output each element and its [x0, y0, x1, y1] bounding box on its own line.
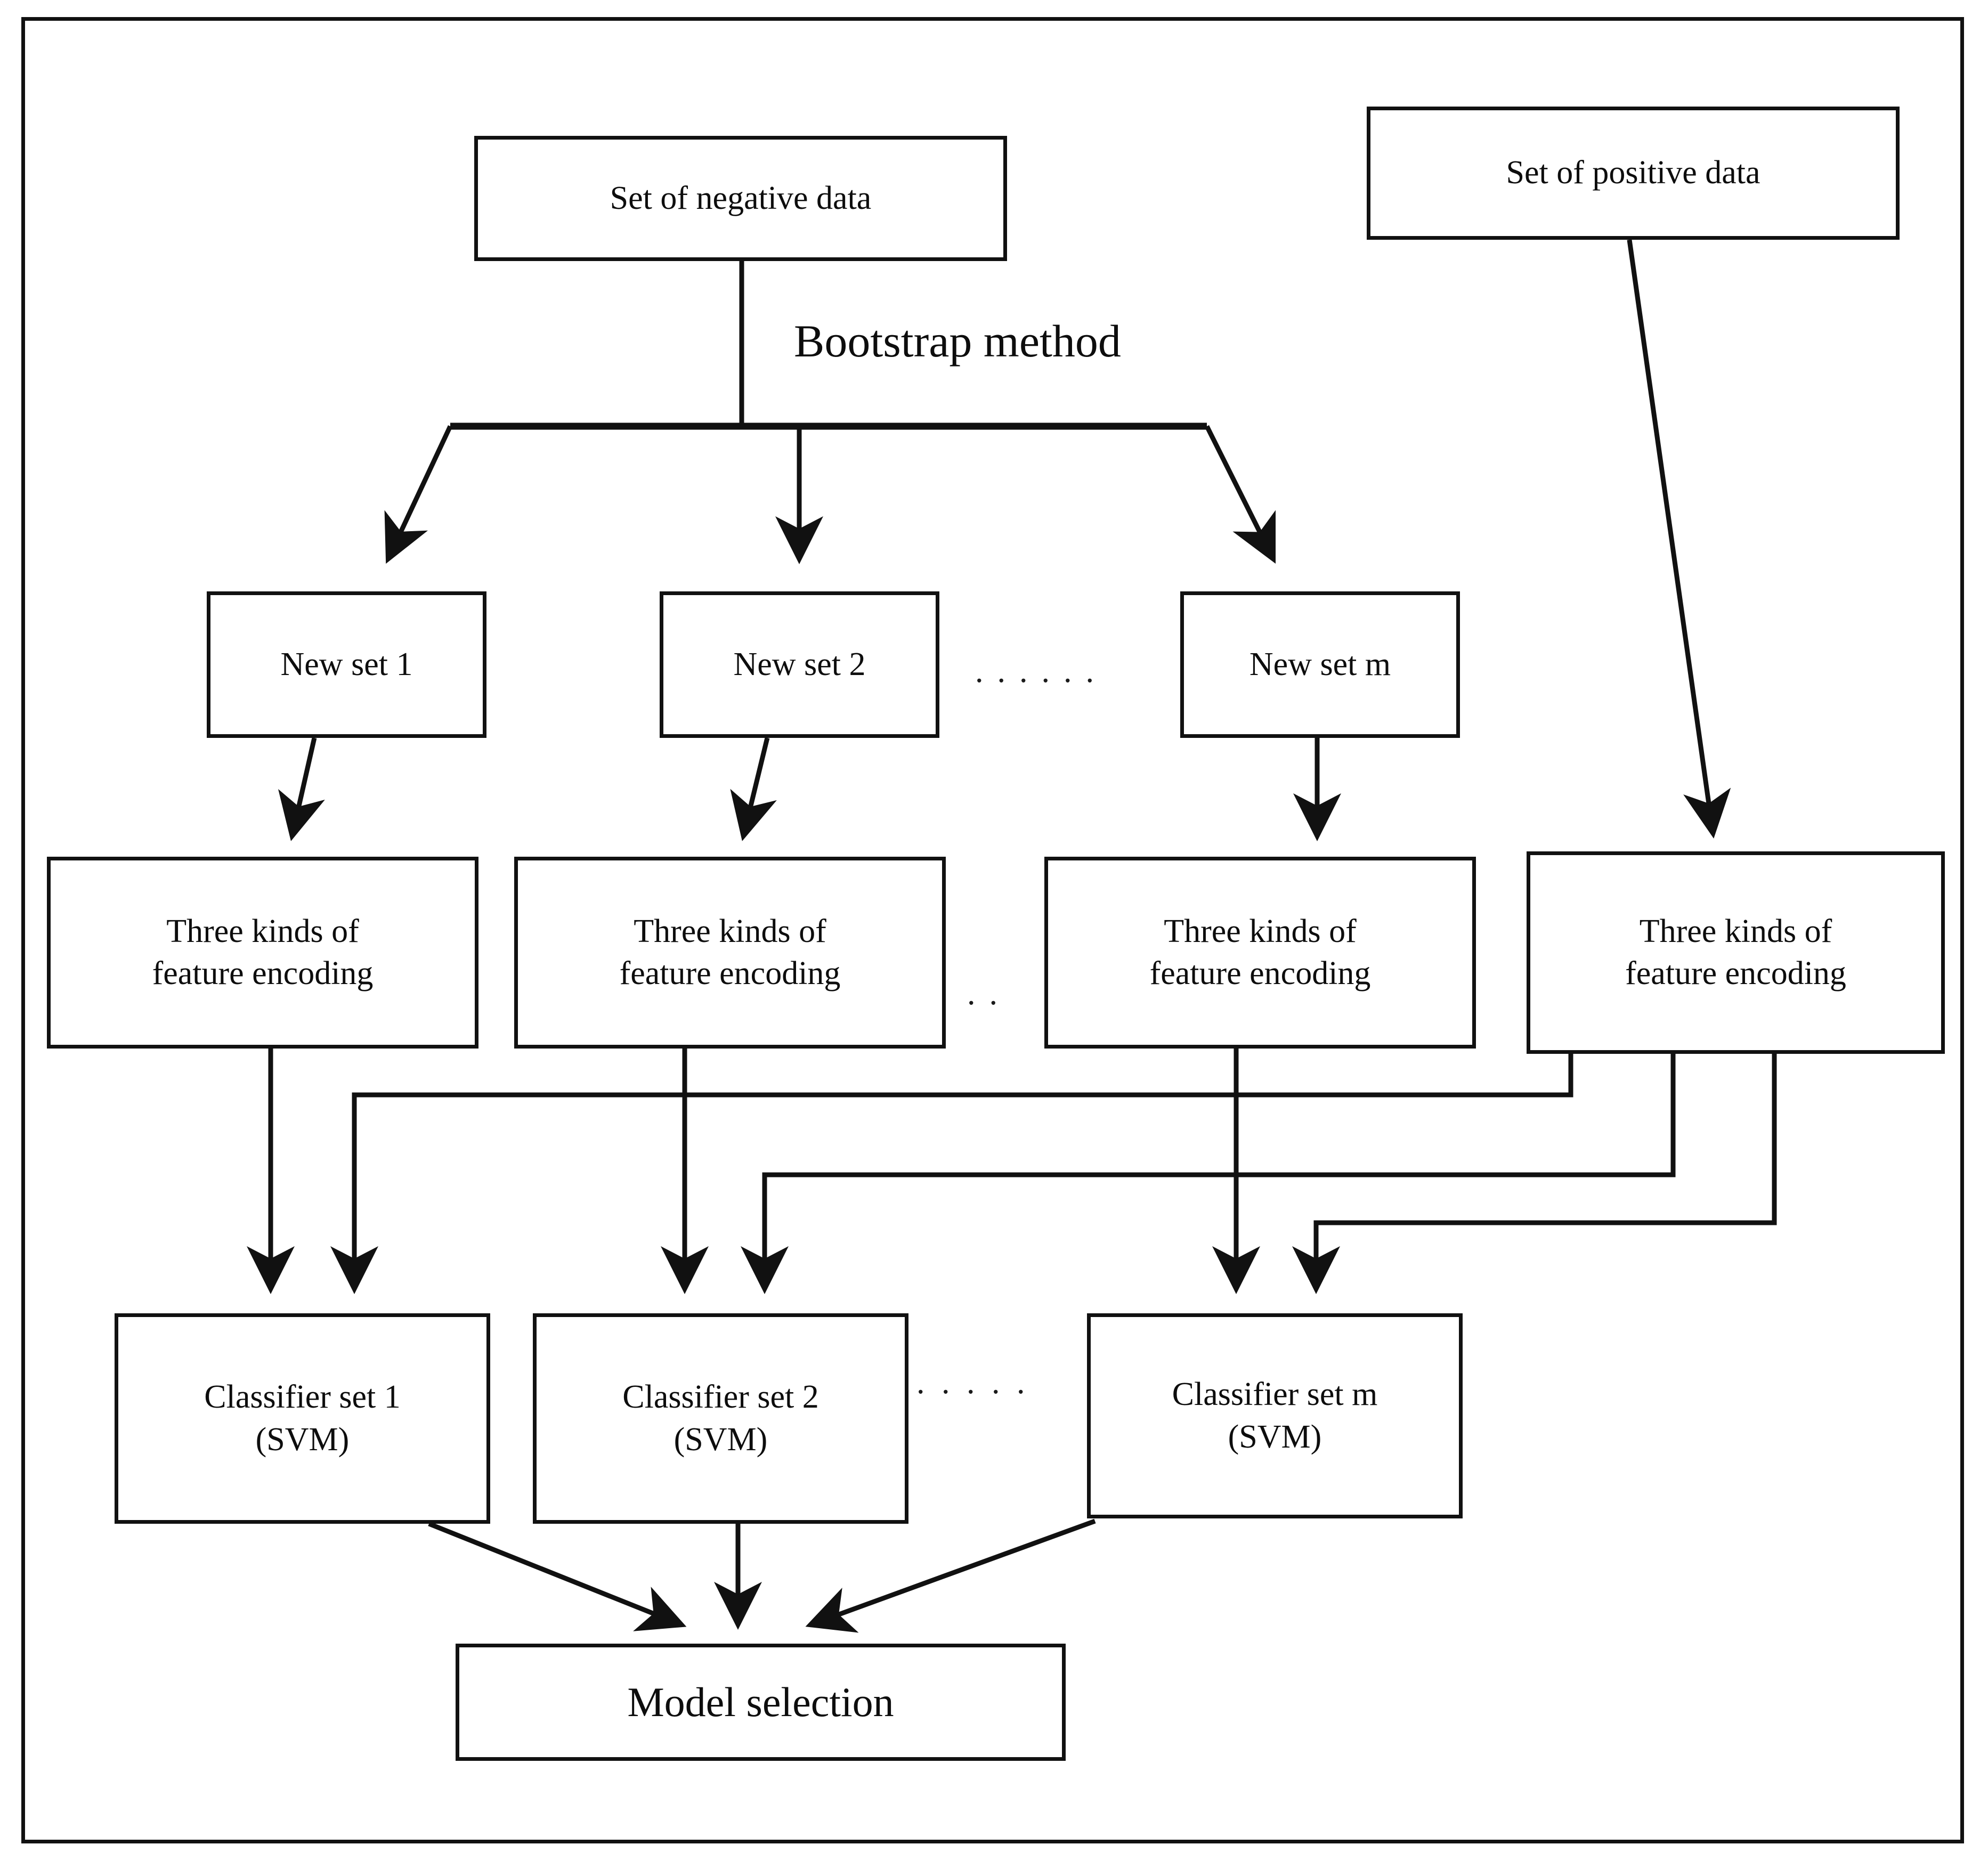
node-classifier-set-1[interactable]: Classifier set 1 (SVM)	[115, 1313, 490, 1524]
node-feature-encoding-m[interactable]: Three kinds of feature encoding	[1044, 857, 1476, 1049]
node-label-line2: (SVM)	[674, 1421, 768, 1458]
ellipsis-new-set-row: ......	[975, 653, 1108, 689]
node-set-of-negative-data[interactable]: Set of negative data	[474, 136, 1007, 261]
ellipsis-encoding-row: ..	[967, 976, 1011, 1012]
node-feature-encoding-2[interactable]: Three kinds of feature encoding	[514, 857, 946, 1049]
node-label-line1: Three kinds of	[166, 913, 359, 949]
node-new-set-2[interactable]: New set 2	[660, 591, 939, 738]
node-label-line1: Classifier set 2	[622, 1379, 819, 1416]
node-label-line1: Three kinds of	[1639, 913, 1832, 949]
node-label-line2: feature encoding	[1625, 955, 1846, 992]
node-set-of-positive-data[interactable]: Set of positive data	[1367, 107, 1900, 240]
node-label-line2: feature encoding	[152, 955, 374, 992]
node-classifier-set-m[interactable]: Classifier set m (SVM)	[1087, 1313, 1463, 1518]
node-label-line2: feature encoding	[619, 955, 841, 992]
node-label: New set m	[1249, 646, 1391, 682]
node-label-line1: Classifier set m	[1172, 1376, 1378, 1413]
node-label-line2: (SVM)	[255, 1421, 350, 1458]
node-classifier-set-2[interactable]: Classifier set 2 (SVM)	[533, 1313, 908, 1524]
node-label-line2: feature encoding	[1149, 955, 1371, 992]
node-label-line1: Classifier set 1	[204, 1379, 401, 1416]
node-model-selection[interactable]: Model selection	[456, 1644, 1066, 1761]
node-new-set-1[interactable]: New set 1	[207, 591, 486, 738]
node-label-line1: Three kinds of	[1164, 913, 1357, 949]
node-label-line2: (SVM)	[1228, 1418, 1322, 1455]
node-label: Set of negative data	[610, 180, 872, 216]
node-label: New set 2	[733, 646, 866, 682]
node-label: New set 1	[280, 646, 413, 682]
ellipsis-classifier-row: . . . . .	[916, 1364, 1029, 1401]
node-label-line1: Three kinds of	[634, 913, 826, 949]
node-label: Set of positive data	[1506, 155, 1760, 191]
bootstrap-method-label: Bootstrap method	[794, 315, 1121, 367]
node-label: Model selection	[627, 1679, 894, 1726]
node-new-set-m[interactable]: New set m	[1180, 591, 1460, 738]
node-feature-encoding-1[interactable]: Three kinds of feature encoding	[47, 857, 478, 1049]
node-feature-encoding-positive[interactable]: Three kinds of feature encoding	[1527, 851, 1945, 1054]
